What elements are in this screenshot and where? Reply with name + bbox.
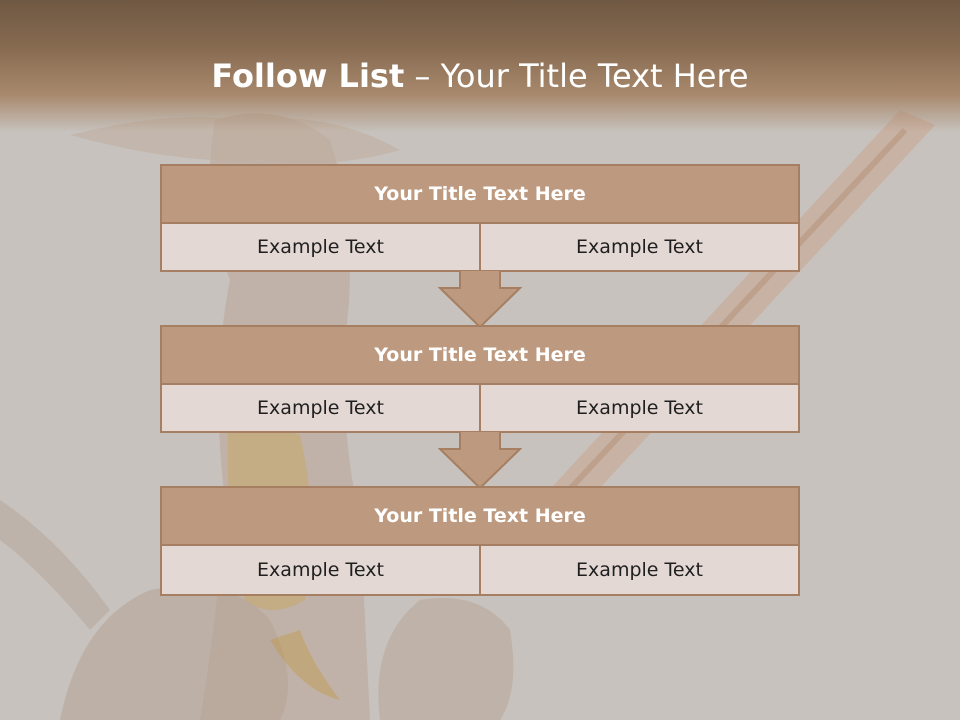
step-cell-left: Example Text (162, 546, 479, 594)
down-arrow-icon (438, 270, 522, 328)
step-cell-right: Example Text (479, 224, 798, 270)
step-title: Your Title Text Here (162, 327, 798, 385)
step-box-2: Your Title Text Here Example Text Exampl… (160, 325, 800, 433)
step-title: Your Title Text Here (162, 488, 798, 546)
step-row: Example Text Example Text (162, 546, 798, 594)
step-cell-left: Example Text (162, 385, 479, 431)
slide-title-bold: Follow List (211, 57, 405, 95)
step-cell-left: Example Text (162, 224, 479, 270)
slide-title: Follow List – Your Title Text Here (0, 52, 960, 100)
step-row: Example Text Example Text (162, 385, 798, 431)
step-cell-right: Example Text (479, 385, 798, 431)
down-arrow-icon (438, 431, 522, 489)
step-box-3: Your Title Text Here Example Text Exampl… (160, 486, 800, 596)
step-cell-right: Example Text (479, 546, 798, 594)
step-row: Example Text Example Text (162, 224, 798, 270)
step-title: Your Title Text Here (162, 166, 798, 224)
title-band (0, 0, 960, 132)
slide-title-rest: – Your Title Text Here (404, 57, 749, 95)
step-box-1: Your Title Text Here Example Text Exampl… (160, 164, 800, 272)
